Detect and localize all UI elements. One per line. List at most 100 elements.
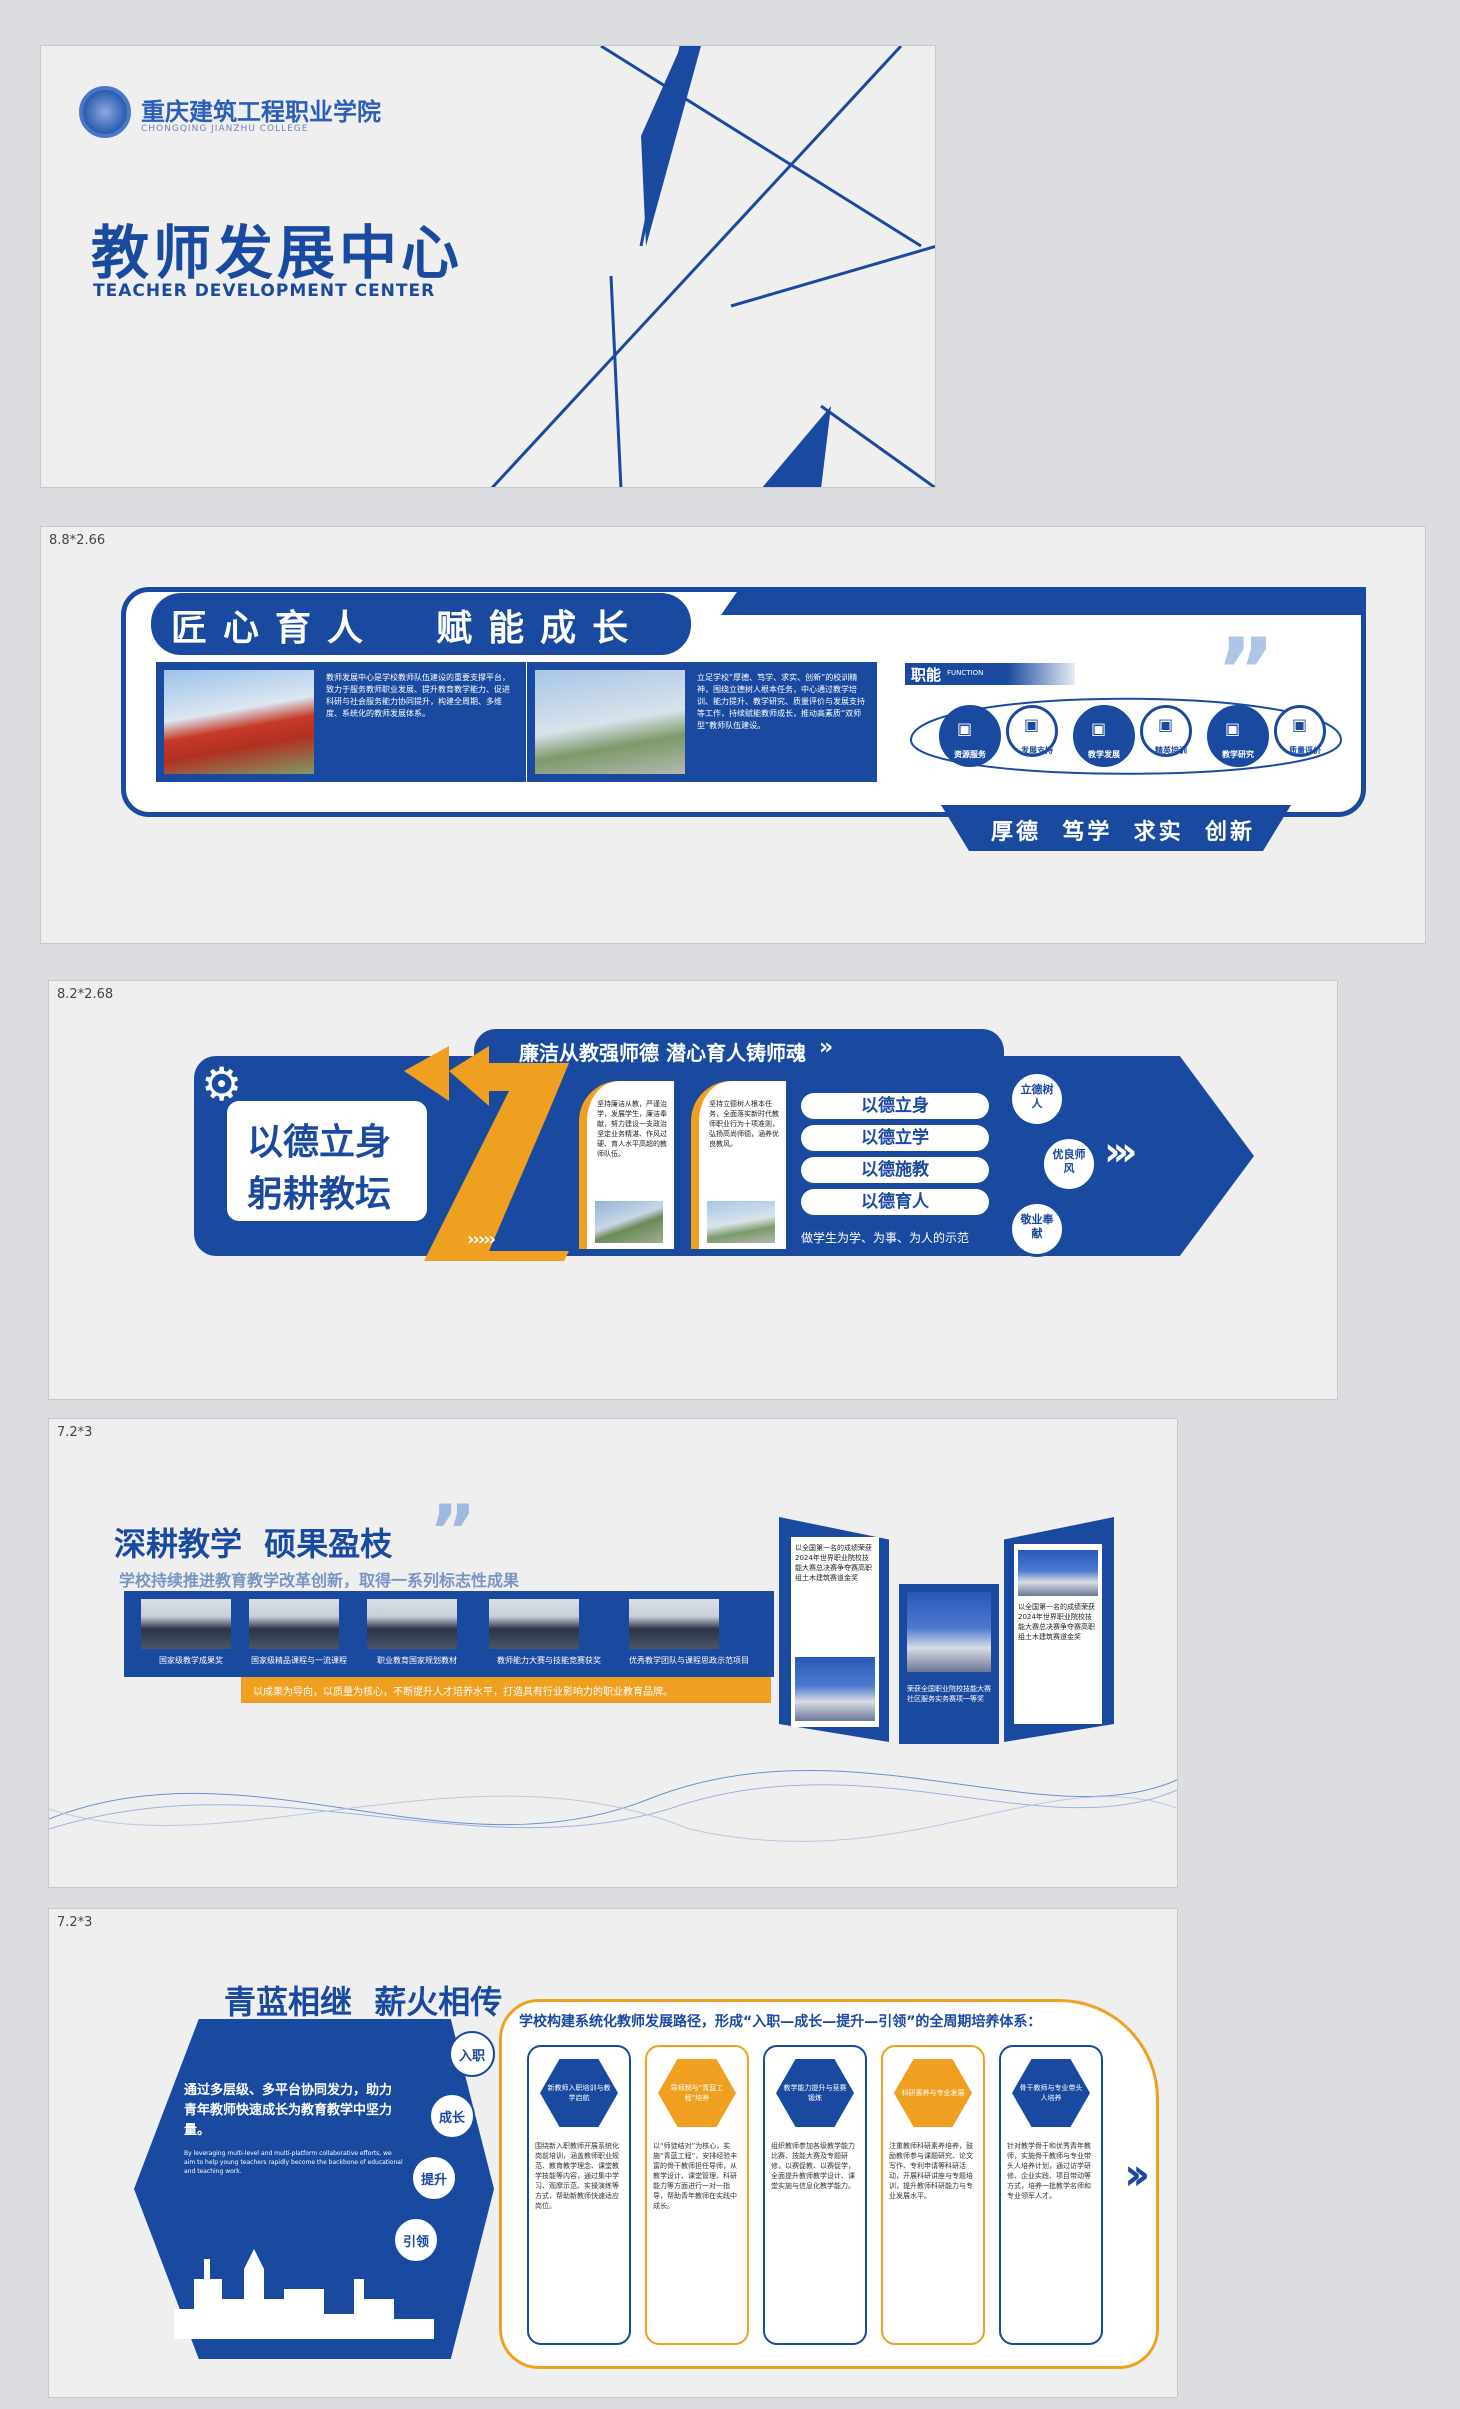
wave-lines xyxy=(49,1769,1177,1842)
college-logo xyxy=(79,86,131,138)
campus-photo-1 xyxy=(164,670,314,774)
chevron-right-icon: ››››› xyxy=(467,1229,496,1250)
page-title: 教师发展中心 xyxy=(91,219,464,287)
function-label-item: 教学发展 xyxy=(1088,750,1120,759)
function-circle xyxy=(1207,705,1269,767)
function-icon: ▣ xyxy=(1292,715,1308,734)
function-label-item: 质量评价 xyxy=(1289,746,1321,755)
award-label: 职业教育国家规划教材 xyxy=(377,1656,457,1665)
double-arrow-icon: » xyxy=(819,1035,834,1060)
step-label: 提升 xyxy=(420,2173,447,2188)
ethics-column-1: 坚持廉洁从教，严谨治学，发展学生，廉洁奉献，努力建设一支政治坚定业务精湛、作风过… xyxy=(579,1081,674,1249)
ceremony-photo-1 xyxy=(795,1657,875,1721)
award-label: 国家级教学成果奖 xyxy=(159,1656,223,1665)
city-skyline xyxy=(174,2249,434,2339)
award-board-center-text: 荣获全国职业院校技能大赛社区服务实务赛项一等奖 xyxy=(907,1685,991,1703)
ethics-circle xyxy=(1041,1136,1097,1192)
function-label: 职能 xyxy=(911,666,942,684)
quote-mark-icon: ” xyxy=(429,1489,477,1573)
pill-caption: 做学生为学、为事、为人的示范 xyxy=(801,1231,970,1245)
slogan-text: 以成果为导向，以质量为核心，不断提升人才培养水平，打造具有行业影响力的职业教育品… xyxy=(253,1687,673,1698)
title-banner xyxy=(151,593,691,655)
decorative-lines xyxy=(490,46,935,487)
mentorship-title: 青蓝相继 薪火相传 xyxy=(224,1983,503,2021)
function-icon: ▣ xyxy=(1225,719,1241,738)
ethics-title-line2: 躬耕教坛 xyxy=(247,1174,392,1215)
campus-photo-2 xyxy=(535,670,685,774)
intro-card-1: 教师发展中心是学校教师队伍建设的重要支撑平台，致力于服务教师职业发展、提升教育教… xyxy=(156,662,526,782)
ethics-circle-label: 敬业奉献 xyxy=(1020,1213,1054,1240)
mission-title: 匠心育人 赋能成长 xyxy=(171,608,645,649)
size-label: 7.2*3 xyxy=(57,1425,93,1440)
achievements-subtitle: 学校持续推进教育教学改革创新，取得一系列标志性成果 xyxy=(119,1571,520,1590)
ceremony-photo-3 xyxy=(1018,1550,1098,1596)
function-icon: ▣ xyxy=(1091,719,1107,738)
panel-mission: 8.8*2.66 匠心育人 赋能成长 教师发展中心是学校教师队伍建设的重要支撑平… xyxy=(40,526,1426,944)
panel-ethics: 8.2*2.68 廉洁从教强师德 潜心育人铸师魂 » ⚙ 以德立身 躬耕教坛 ›… xyxy=(48,980,1338,1400)
function-circle xyxy=(1073,705,1135,767)
motto-text: 厚德 笃学 求实 创新 xyxy=(991,820,1255,845)
step-label: 成长 xyxy=(438,2111,465,2126)
path-card-text: 围绕新入职教师开展系统化岗前培训，涵盖教师职业规范、教育教学理念、课堂教学技能等… xyxy=(535,2142,619,2210)
chevron-right-icon: ››› xyxy=(1104,1129,1138,1175)
step-circle xyxy=(429,2093,475,2139)
award-label: 教师能力大赛与技能竞赛获奖 xyxy=(497,1656,601,1665)
award-board-right-inner: 以全国第一名的成绩荣获2024年世界职业院校技能大赛总决赛争夺赛高职组土木建筑赛… xyxy=(1014,1544,1102,1724)
award-photo xyxy=(249,1599,339,1649)
ethics-pill: 以德立学 xyxy=(801,1125,989,1151)
ethics-circle xyxy=(1009,1071,1065,1127)
college-name-en: CHONGQING JIANZHU COLLEGE xyxy=(141,124,309,134)
path-card-text: 组织教师参加各级教学能力比赛、技能大赛及专题研修，以赛促教、以赛促学，全面提升教… xyxy=(771,2142,855,2190)
function-icon: ▣ xyxy=(1024,715,1040,734)
quote-mark-icon: ” xyxy=(1216,619,1276,724)
path-card-text: 以“师徒结对”为核心，实施“青蓝工程”，安排经验丰富的骨干教师担任导师，从教学设… xyxy=(653,2142,738,2210)
award-board-right-text: 以全国第一名的成绩荣获2024年世界职业院校技能大赛总决赛争夺赛高职组土木建筑赛… xyxy=(1018,1603,1095,1641)
step-circle xyxy=(411,2155,457,2201)
award-board-left-inner: 以全国第一名的成绩荣获2024年世界职业院校技能大赛总决赛争夺赛高职组土木建筑赛… xyxy=(791,1537,879,1727)
panel-mentorship: 7.2*3 青蓝相继 薪火相传 通过多层级、多平台协同发力，助力青年教师快速成长… xyxy=(48,1908,1178,2398)
top-right-bar xyxy=(721,587,1366,615)
function-icon: ▣ xyxy=(1158,715,1174,734)
function-icon: ▣ xyxy=(957,719,973,738)
path-card-text: 针对教学骨干和优秀青年教师，实施骨干教师与专业带头人培养计划，通过访学研修、企业… xyxy=(1007,2142,1091,2200)
path-header: 学校构建系统化教师发展路径，形成“入职—成长—提升—引领”的全周期培养体系： xyxy=(519,2014,1042,2030)
page-subtitle: TEACHER DEVELOPMENT CENTER xyxy=(93,281,436,301)
slogan-bar xyxy=(241,1677,771,1703)
award-photo xyxy=(141,1599,231,1649)
ethics-title-box xyxy=(227,1101,427,1221)
award-label: 优秀教学团队与课程思政示范项目 xyxy=(629,1656,749,1665)
step-label: 入职 xyxy=(458,2049,485,2064)
orange-z-shape xyxy=(404,1046,569,1261)
ethics-circle xyxy=(1009,1201,1065,1257)
size-label: 8.2*2.68 xyxy=(57,987,114,1002)
mentorship-intro: 通过多层级、多平台协同发力，助力青年教师快速成长为教育教学中坚力量。 xyxy=(184,2083,393,2138)
motto-bar xyxy=(941,805,1291,851)
function-circle xyxy=(1140,705,1192,757)
campus-photo-3 xyxy=(707,1201,775,1243)
achievements-title: 深耕教学 硕果盈枝 xyxy=(114,1525,393,1563)
ceremony-photo-2 xyxy=(907,1592,991,1672)
function-label-item: 精英培训 xyxy=(1155,746,1187,755)
function-circle xyxy=(939,705,1001,767)
ethics-column-2: 坚持立德树人根本任务，全面落实新时代教师职业行为十项准则，弘扬高尚师德，涵养优良… xyxy=(691,1081,786,1249)
mentorship-intro-en: By leveraging multi-level and multi-plat… xyxy=(184,2150,403,2175)
function-label-en: FUNCTION xyxy=(947,669,984,677)
size-label: 7.2*3 xyxy=(57,1915,93,1930)
chevron-right-icon: ›› xyxy=(1124,2149,1150,2200)
step-circle xyxy=(393,2217,439,2263)
college-name: 重庆建筑工程职业学院 xyxy=(141,97,381,126)
ethics-column-1-text: 坚持廉洁从教，严谨治学，发展学生，廉洁奉献，努力建设一支政治坚定业务精湛、作风过… xyxy=(597,1100,667,1158)
intro-card-2-text: 立足学校“厚德、笃学、求实、创新”的校训精神，围绕立德树人根本任务，中心通过教学… xyxy=(697,673,865,730)
stadium-photo xyxy=(595,1201,663,1243)
intro-card-2: 立足学校“厚德、笃学、求实、创新”的校训精神，围绕立德树人根本任务，中心通过教学… xyxy=(527,662,877,782)
ethics-circle-label: 优良师风 xyxy=(1052,1148,1086,1175)
award-photo xyxy=(489,1599,579,1649)
award-photo xyxy=(629,1599,719,1649)
panel-cover: 重庆建筑工程职业学院 CHONGQING JIANZHU COLLEGE 教师发… xyxy=(40,45,936,488)
ethics-circle-label: 立德树人 xyxy=(1020,1083,1054,1110)
ethics-pill: 以德立身 xyxy=(801,1093,989,1119)
function-label-bar xyxy=(905,663,1075,685)
panel-achievements: 7.2*3 深耕教学 硕果盈枝 ” 学校持续推进教育教学改革创新，取得一系列标志… xyxy=(48,1418,1178,1888)
function-label-item: 资源服务 xyxy=(954,750,986,759)
step-circle xyxy=(449,2031,495,2077)
